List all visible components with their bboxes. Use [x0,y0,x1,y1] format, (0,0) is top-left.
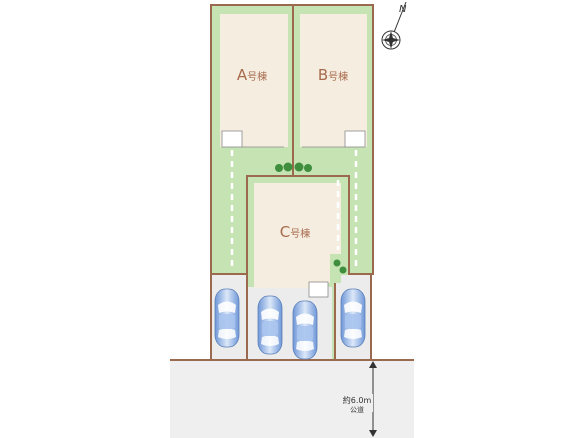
tree [294,162,304,172]
entrance-c [308,281,329,298]
tree [339,266,347,274]
garden-c [330,254,341,283]
building-b-letter: B [318,66,328,84]
car-c-1 [257,295,283,355]
tree [283,162,293,172]
building-a [220,14,288,147]
car-b [340,288,366,348]
building-a-letter: A [237,66,248,84]
building-c-suffix: 号棟 [290,227,310,240]
building-a-suffix: 号棟 [247,70,267,83]
compass-north-letter: N [399,4,407,15]
lot-c-boundary [246,175,371,360]
svg-text:B号棟: B号棟 [318,66,348,84]
svg-text:C号棟: C号棟 [280,223,310,241]
svg-text:A号棟: A号棟 [237,66,267,84]
tree [333,259,341,267]
road [170,360,414,438]
road-type-label: 公道 [350,405,364,414]
building-b-suffix: 号棟 [328,70,348,83]
building-c [254,183,341,288]
entrance-a [221,130,243,148]
road-label-bg [341,394,373,412]
building-b [300,14,367,147]
tree [304,164,312,172]
tree [275,164,283,172]
car-a [214,288,240,348]
compass-icon [381,1,407,50]
car-c-2 [292,300,318,360]
entrance-b [344,130,366,148]
building-c-letter: C [280,223,290,241]
road-width-label: 約6.0m [343,395,372,405]
